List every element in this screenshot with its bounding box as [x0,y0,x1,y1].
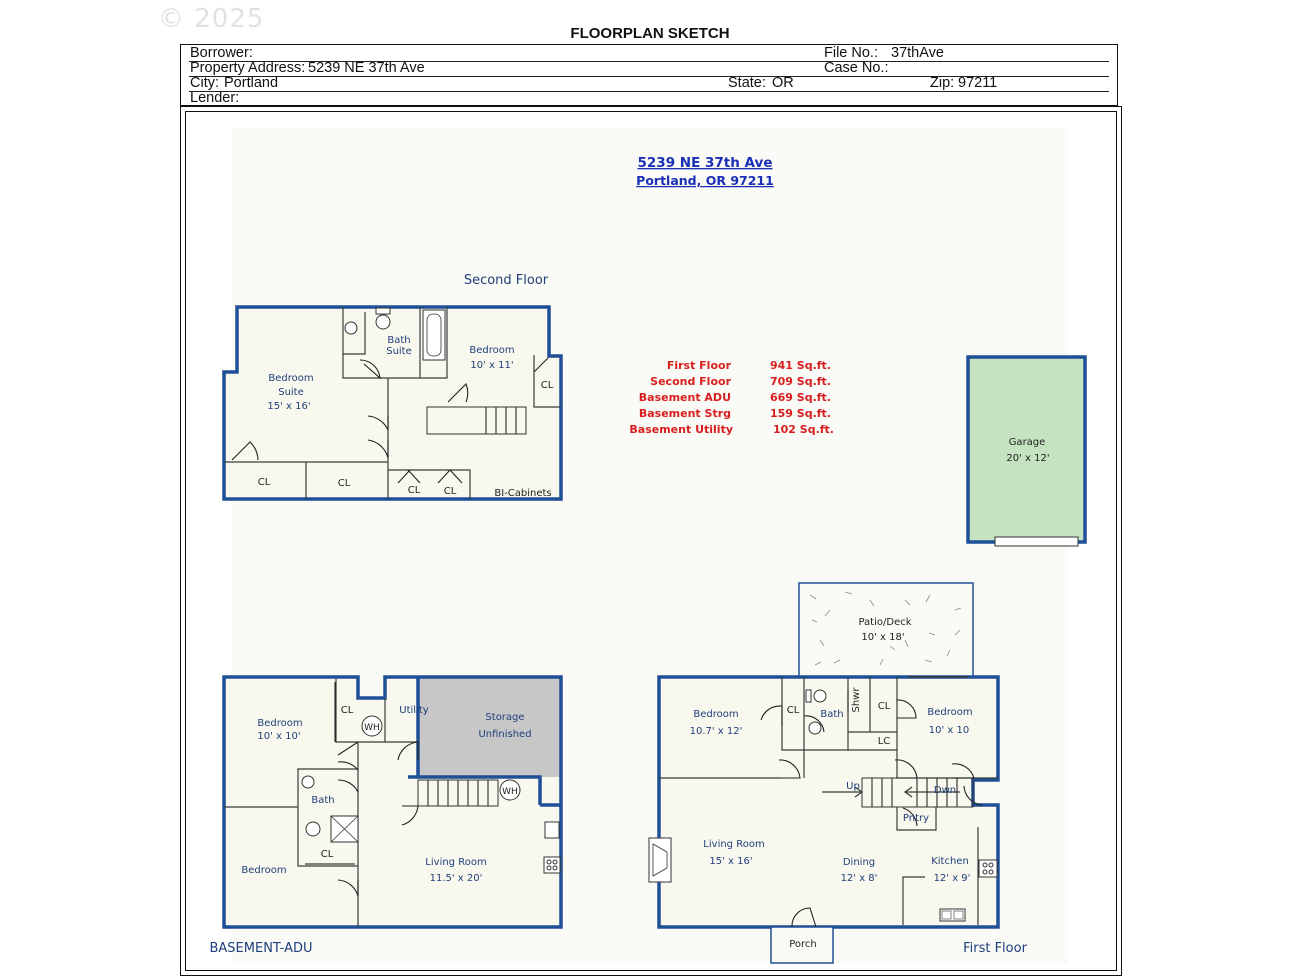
closet-label: CL [321,849,334,860]
header-rule [189,76,1109,77]
room-label: Kitchen [931,856,969,867]
room-label: Dining [843,857,875,868]
closet-label: CL [338,478,351,489]
area-summary: First Floor 941 Sq.ft. Second Floor 709 … [629,359,834,436]
area-value: 102 Sq.ft. [773,423,834,436]
second-floor-label: Second Floor [464,273,549,288]
room-label: Patio/Deck [858,617,911,628]
shower-label: Shwr [851,687,862,713]
closet-label: CL [541,380,554,391]
sketch-address-line2: Portland, OR 97211 [636,173,774,188]
room-dimension: 10' x 11' [470,360,513,371]
room-label: Storage [485,712,524,723]
room-dimension: 15' x 16' [709,856,752,867]
room-label: Utility [399,705,428,716]
area-value: 159 Sq.ft. [770,407,831,420]
stairs-down-label: Dwn [934,785,956,796]
state-value: OR [772,75,794,91]
file-no-value: 37thAve [891,45,944,61]
city-label: City: [190,75,219,91]
room-label: Suite [386,346,412,357]
state-label: State: [728,75,766,91]
area-name: First Floor [667,359,732,372]
basement-plan: WH WH Bedroom 10' x 10' CL Utility Stora… [222,675,563,929]
zip-value: 97211 [958,75,998,91]
closet-label: CL [444,486,457,497]
closet-label: CL [787,705,800,716]
room-label: Bedroom [268,373,313,384]
area-name: Basement Strg [639,407,731,420]
room-sublabel: Unfinished [478,729,531,740]
room-label: Suite [278,387,304,398]
room-label: Living Room [425,857,486,868]
room-dimension: 10' x 18' [861,632,904,643]
cabinets-label: BI-Cabinets [494,488,551,499]
room-dimension: 10' x 10' [257,731,300,742]
room-dimension: 11.5' x 20' [430,873,483,884]
room-dimension: 12' x 8' [841,873,878,884]
first-floor-label: First Floor [963,941,1027,956]
zip-label: Zip: [930,75,955,91]
pantry-label: Pntry [903,813,929,824]
room-label: Bedroom [257,718,302,729]
basement-label: BASEMENT-ADU [209,941,312,956]
area-value: 709 Sq.ft. [770,375,831,388]
room-label: Porch [789,939,817,950]
area-value: 669 Sq.ft. [770,391,831,404]
room-label: Bedroom [469,345,514,356]
room-label: Bath [820,709,843,720]
room-dimension: 20' x 12' [1006,453,1049,464]
area-name: Basement Utility [629,423,733,436]
address-label: Property Address: [190,60,306,76]
room-dimension: 10' x 10 [929,725,969,736]
header-rule [189,91,1109,92]
address-value: 5239 NE 37th Ave [308,60,425,76]
area-value: 941 Sq.ft. [770,359,831,372]
second-floor-plan: Bedroom Suite 15' x 16' Bath Suite Bedro… [222,305,563,501]
room-label: Bedroom [693,709,738,720]
page-title: FLOORPLAN SKETCH [570,25,730,42]
header-form: Borrower: File No.: 37thAve Property Add… [180,44,1118,106]
room-label: Bath [311,795,334,806]
case-no-label: Case No.: [824,60,889,76]
room-dimension: 12' x 9' [934,873,971,884]
room-label: Living Room [703,839,764,850]
room-label: Bedroom [241,865,286,876]
closet-label: CL [408,485,421,496]
water-heater-label: WH [364,723,380,733]
room-dimension: 15' x 16' [267,401,310,412]
city-value: Portland [224,75,279,91]
closet-label: CL [341,705,354,716]
water-heater-label: WH [502,787,518,797]
copyright-watermark: © 2025 [158,4,265,34]
room-label: Bath [387,335,410,346]
file-no-label: File No.: [824,45,878,61]
garage-plan: Garage 20' x 12' [966,355,1087,547]
lender-label: Lender: [190,90,240,106]
header-rule [189,61,1109,62]
room-label: Garage [1009,437,1046,448]
area-name: Second Floor [650,375,731,388]
room-label: Bedroom [927,707,972,718]
room-dimension: 10.7' x 12' [690,726,743,737]
sketch-address-line1: 5239 NE 37th Ave [638,155,773,171]
closet-label: CL [258,477,271,488]
closet-label: CL [878,701,891,712]
linen-closet-label: LC [878,736,891,747]
stairs-up-label: Up [846,781,860,792]
borrower-label: Borrower: [190,45,253,61]
patio-plan: Patio/Deck 10' x 18' [798,582,974,678]
first-floor-plan: Porch [648,675,1000,964]
area-name: Basement ADU [639,391,731,404]
